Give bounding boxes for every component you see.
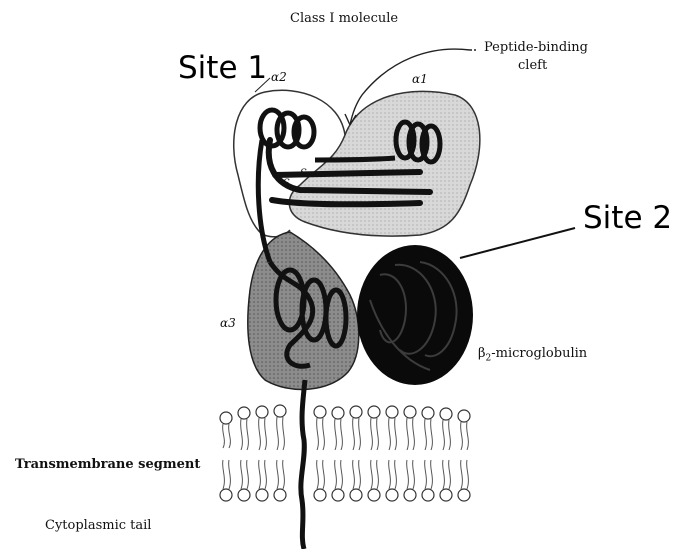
disulfide-s-left: S: [283, 178, 290, 189]
peptide-cleft-label-line1: Peptide-binding: [484, 40, 588, 55]
diagram-title: Class I molecule: [290, 11, 398, 26]
site2-label: Site 2: [583, 200, 672, 236]
b2m-beta: β: [478, 346, 486, 361]
alpha1-domain: [289, 91, 480, 236]
site1-label: Site 1: [178, 50, 267, 86]
cytoplasmic-label: Cytoplasmic tail: [45, 518, 151, 533]
peptide-cleft-label-line2: cleft: [518, 58, 547, 73]
alpha1-label: α1: [412, 72, 428, 86]
site2-leader: [460, 228, 575, 258]
alpha3-label: α3: [220, 316, 236, 330]
disulfide-s-right: S: [300, 168, 307, 179]
b2m-label: β2-microglobulin: [478, 346, 587, 364]
b2m-text: -microglobulin: [491, 346, 587, 361]
lipid-bilayer: [220, 405, 470, 501]
alpha2-label: α2: [271, 70, 287, 84]
transmembrane-label: Transmembrane segment: [15, 457, 200, 472]
lipid-tails: [223, 417, 469, 489]
